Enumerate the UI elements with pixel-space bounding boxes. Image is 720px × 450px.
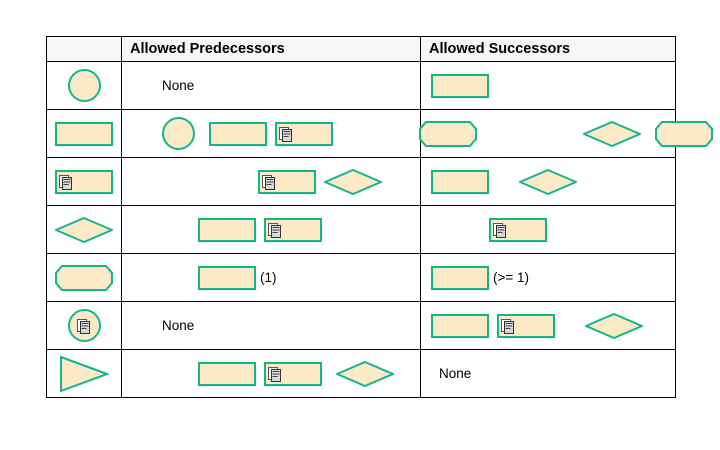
shape-rectangle-process-node (209, 121, 267, 146)
table-row: (1) (>= 1) (46, 253, 676, 302)
row-successors-cell (420, 61, 676, 110)
header-cell-shape (46, 36, 122, 62)
row-shape-cell (46, 109, 122, 158)
shape-triangle-trigger-node (59, 355, 109, 393)
row-successors-cell: (>= 1) (420, 253, 676, 302)
subprocess-marker-icon (262, 174, 275, 190)
subprocess-marker-icon (59, 174, 72, 190)
row-successors-cell (420, 157, 676, 206)
successors-none-label: None (439, 366, 472, 381)
table-row (46, 109, 713, 158)
shape-rectangle-process-node (431, 169, 489, 194)
shape-rectangle-process-node (431, 73, 489, 98)
row-predecessors-cell: (1) (121, 253, 421, 302)
shape-octagon-terminator-node (655, 120, 713, 147)
shape-rectangle-process-node (198, 361, 256, 386)
row-shape-cell (46, 205, 122, 254)
row-shape-cell (46, 349, 122, 398)
shape-rectangle-process-node (431, 265, 489, 290)
allowed-transitions-table: Allowed Predecessors Allowed Successors (46, 36, 713, 398)
table-row: None (46, 301, 676, 350)
row-predecessors-cell: None (121, 61, 421, 110)
predecessors-cardinality-label: (1) (260, 270, 277, 285)
table-row: None (46, 349, 676, 398)
shape-diamond-decision-node (55, 216, 113, 243)
shape-circle-start-node (67, 69, 101, 102)
row-shape-cell (46, 61, 122, 110)
shape-diamond-decision-node (585, 312, 643, 339)
shape-circle-start-node (162, 117, 195, 150)
shape-rectangle-subprocess-node (258, 169, 316, 194)
shape-octagon-terminator-node (419, 120, 477, 147)
row-successors-cell (420, 301, 676, 350)
successors-cardinality-label: (>= 1) (493, 270, 530, 285)
header-label-successors: Allowed Successors (429, 41, 571, 57)
row-shape-cell (46, 301, 122, 350)
header-label-predecessors: Allowed Predecessors (130, 41, 285, 57)
shape-octagon-terminator-node (55, 264, 113, 291)
row-successors-cell (420, 109, 713, 158)
subprocess-marker-icon (268, 366, 281, 382)
shape-diamond-decision-node (324, 168, 382, 195)
shape-rectangle-subprocess-node (497, 313, 555, 338)
table-row (46, 205, 676, 254)
table-row: None (46, 61, 676, 110)
shape-rectangle-process-node (198, 265, 256, 290)
shape-rectangle-subprocess-node (489, 217, 547, 242)
table-header-row: Allowed Predecessors Allowed Successors (46, 36, 676, 62)
shape-rectangle-process-node (431, 313, 489, 338)
shape-rectangle-subprocess-node (264, 217, 322, 242)
subprocess-marker-icon (77, 318, 90, 334)
shape-diamond-decision-node (583, 120, 641, 147)
row-predecessors-cell (121, 157, 421, 206)
shape-diamond-decision-node (336, 360, 394, 387)
table-row (46, 157, 676, 206)
header-cell-predecessors: Allowed Predecessors (121, 36, 421, 62)
shape-diamond-decision-node (519, 168, 577, 195)
shape-rectangle-process-node (198, 217, 256, 242)
subprocess-marker-icon (268, 222, 281, 238)
row-predecessors-cell: None (121, 301, 421, 350)
row-predecessors-cell (121, 109, 477, 158)
subprocess-marker-icon (493, 222, 506, 238)
row-predecessors-cell (121, 205, 421, 254)
row-predecessors-cell (121, 349, 421, 398)
shape-circle-start-subprocess-node (67, 309, 101, 342)
row-successors-cell (420, 205, 676, 254)
predecessors-none-label: None (162, 78, 195, 93)
row-shape-cell (46, 253, 122, 302)
header-cell-successors: Allowed Successors (420, 36, 676, 62)
predecessors-none-label: None (162, 318, 195, 333)
shape-rectangle-subprocess-node (55, 169, 113, 194)
shape-rectangle-subprocess-node (264, 361, 322, 386)
shape-rectangle-process-node (55, 121, 113, 146)
subprocess-marker-icon (501, 318, 514, 334)
subprocess-marker-icon (279, 126, 292, 142)
row-successors-cell: None (420, 349, 676, 398)
row-shape-cell (46, 157, 122, 206)
shape-rectangle-subprocess-node (275, 121, 333, 146)
